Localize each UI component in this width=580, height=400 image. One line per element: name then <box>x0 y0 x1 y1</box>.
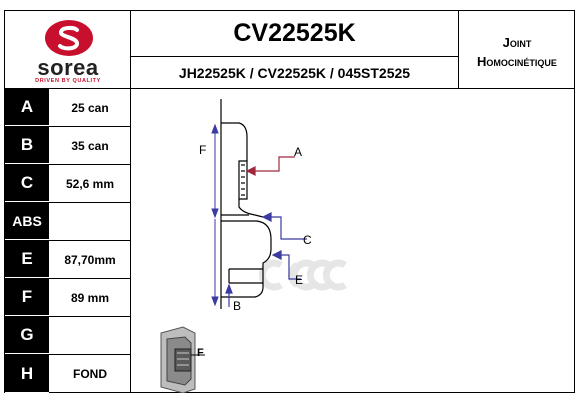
joint-thumbnail-icon <box>160 326 205 393</box>
arrow-a <box>245 156 295 176</box>
label-c: C <box>303 233 312 247</box>
label-b: B <box>233 299 242 313</box>
spec-value <box>49 317 131 354</box>
spec-key: F <box>5 279 49 316</box>
spec-key: E <box>5 241 49 278</box>
spec-key: G <box>5 317 49 354</box>
label-a: A <box>294 145 303 159</box>
spec-row: G <box>5 317 131 355</box>
part-number-title: CV22525K <box>131 11 459 57</box>
spec-value: 25 can <box>71 100 109 115</box>
category-line-2: Homocinétique <box>477 54 557 69</box>
brand-tagline: DRIVEN BY QUALITY <box>35 78 101 84</box>
cv-joint-outline <box>220 99 272 309</box>
category-line-1: Joint <box>502 35 532 50</box>
eac-watermark-icon <box>258 259 347 291</box>
arrow-b <box>225 283 233 307</box>
spec-value: 35 can <box>71 138 109 153</box>
spec-key: ABS <box>5 203 49 240</box>
product-category: Joint Homocinétique <box>459 11 575 89</box>
spec-key: B <box>5 127 49 164</box>
spec-value: 87,70mm <box>64 252 116 267</box>
brand-logo-cell: sorea DRIVEN BY QUALITY <box>5 11 131 89</box>
spec-row: B 35 can <box>5 127 131 165</box>
spec-key: C <box>5 165 49 202</box>
spec-key: A <box>5 89 49 126</box>
sorea-logo-icon <box>45 20 93 56</box>
spec-value: FOND <box>73 367 107 381</box>
label-thumb-f: F <box>197 347 204 359</box>
spec-row: F 89 mm <box>5 279 131 317</box>
brand-name: sorea <box>37 55 99 80</box>
spec-row: E 87,70mm <box>5 241 131 279</box>
spec-row: ABS <box>5 203 131 241</box>
label-e: E <box>295 273 304 287</box>
technical-drawing: F A C E B F <box>131 89 575 393</box>
spec-value: 89 mm <box>70 290 110 305</box>
spec-table: A 25 can B 35 can C 52,6 mm ABS E 87,70m… <box>5 89 131 393</box>
spec-row: H FOND <box>5 355 131 393</box>
product-sheet: sorea DRIVEN BY QUALITY CV22525K JH22525… <box>4 10 575 393</box>
spec-value: 52,6 mm <box>65 176 115 191</box>
cross-reference-list: JH22525K / CV22525K / 045ST2525 <box>131 57 459 89</box>
spec-row: C 52,6 mm <box>5 165 131 203</box>
dimension-f <box>211 123 219 307</box>
spec-key: H <box>5 355 49 393</box>
arrow-c <box>261 212 307 240</box>
spec-row: A 25 can <box>5 89 131 127</box>
cv-joint-diagram <box>160 99 347 393</box>
label-f: F <box>199 143 207 157</box>
arrow-e <box>271 250 301 280</box>
spec-value <box>49 203 131 240</box>
